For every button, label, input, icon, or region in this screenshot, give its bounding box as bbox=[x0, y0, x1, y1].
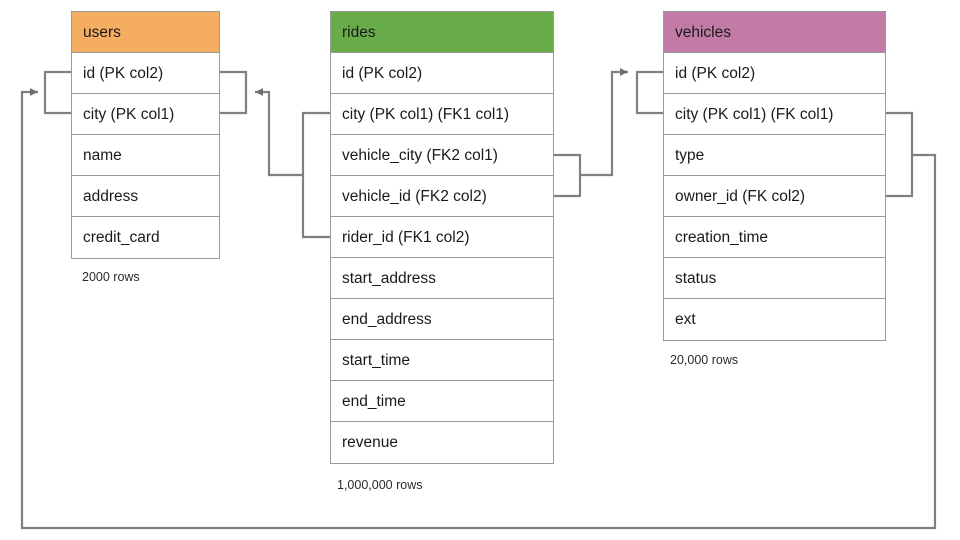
table-vehicles-column-creation-time[interactable]: creation_time bbox=[664, 217, 885, 258]
table-vehicles-header: vehicles bbox=[664, 12, 885, 53]
table-users-header: users bbox=[72, 12, 219, 53]
table-rides[interactable]: rides id (PK col2) city (PK col1) (FK1 c… bbox=[330, 11, 554, 464]
users-pk-bracket-right bbox=[220, 70, 248, 115]
table-vehicles-column-type[interactable]: type bbox=[664, 135, 885, 176]
table-vehicles-column-status[interactable]: status bbox=[664, 258, 885, 299]
connector-rides-fk2-vehicles bbox=[554, 68, 628, 198]
table-users-column-name[interactable]: name bbox=[72, 135, 219, 176]
table-vehicles-column-owner-id[interactable]: owner_id (FK col2) bbox=[664, 176, 885, 217]
table-vehicles-column-id[interactable]: id (PK col2) bbox=[664, 53, 885, 94]
table-rides-column-revenue[interactable]: revenue bbox=[331, 422, 553, 463]
table-vehicles-column-ext[interactable]: ext bbox=[664, 299, 885, 340]
table-users-column-id[interactable]: id (PK col2) bbox=[72, 53, 219, 94]
table-rides-column-start-address[interactable]: start_address bbox=[331, 258, 553, 299]
table-vehicles-row-count: 20,000 rows bbox=[670, 353, 739, 367]
table-users[interactable]: users id (PK col2) city (PK col1) name a… bbox=[71, 11, 220, 259]
table-users-column-credit-card[interactable]: credit_card bbox=[72, 217, 219, 258]
table-rides-row-count: 1,000,000 rows bbox=[337, 478, 423, 492]
table-rides-header: rides bbox=[331, 12, 553, 53]
table-rides-column-end-address[interactable]: end_address bbox=[331, 299, 553, 340]
table-users-row-count: 2000 rows bbox=[82, 270, 140, 284]
connector-rides-fk1-users bbox=[255, 88, 330, 239]
table-rides-column-vehicle-city[interactable]: vehicle_city (FK2 col1) bbox=[331, 135, 553, 176]
table-rides-column-city[interactable]: city (PK col1) (FK1 col1) bbox=[331, 94, 553, 135]
table-rides-column-rider-id[interactable]: rider_id (FK1 col2) bbox=[331, 217, 553, 258]
table-vehicles[interactable]: vehicles id (PK col2) city (PK col1) (FK… bbox=[663, 11, 886, 341]
table-rides-column-vehicle-id[interactable]: vehicle_id (FK2 col2) bbox=[331, 176, 553, 217]
table-vehicles-column-city[interactable]: city (PK col1) (FK col1) bbox=[664, 94, 885, 135]
table-rides-column-id[interactable]: id (PK col2) bbox=[331, 53, 553, 94]
table-users-column-city[interactable]: city (PK col1) bbox=[72, 94, 219, 135]
vehicles-pk-bracket bbox=[635, 70, 663, 115]
table-users-column-address[interactable]: address bbox=[72, 176, 219, 217]
table-rides-column-start-time[interactable]: start_time bbox=[331, 340, 553, 381]
table-rides-column-end-time[interactable]: end_time bbox=[331, 381, 553, 422]
users-pk-bracket bbox=[43, 70, 71, 115]
